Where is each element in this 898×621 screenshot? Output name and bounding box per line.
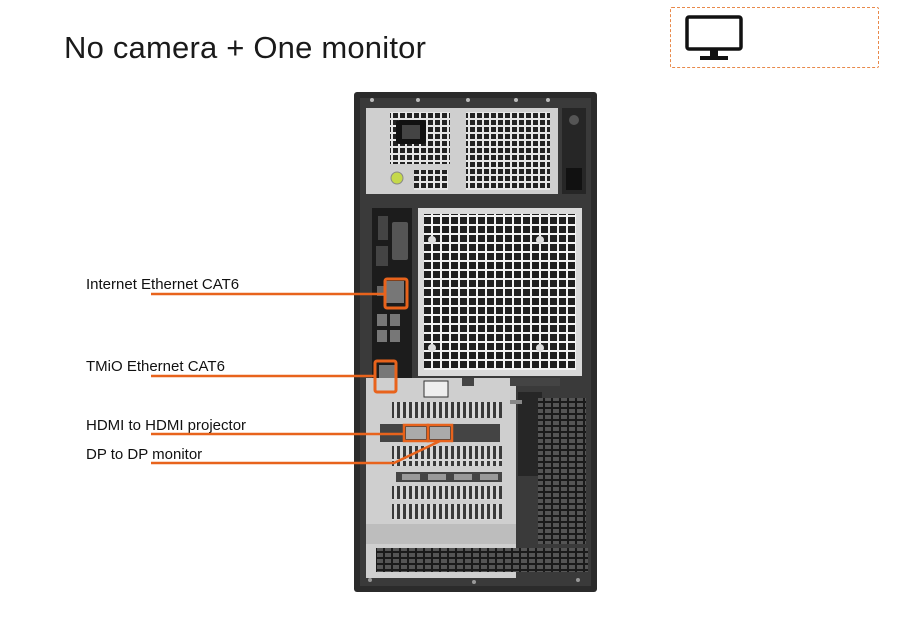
side-vent: [510, 392, 586, 544]
page-title: No camera + One monitor: [64, 30, 427, 65]
label-dp-monitor: DP to DP monitor: [86, 446, 203, 463]
leader-lines: [151, 277, 454, 465]
power-supply: [366, 108, 586, 194]
hdmi-port: [406, 427, 426, 439]
dp-port: [430, 427, 450, 439]
label-hdmi-projector: HDMI to HDMI projector: [86, 417, 247, 434]
monitor-icon: [685, 15, 743, 60]
rear-io-panel: [372, 208, 412, 404]
label-tmio-ethernet: TMiO Ethernet CAT6: [86, 358, 225, 375]
monitor-icon-box: [670, 7, 879, 68]
leader-dp: [151, 439, 441, 465]
label-internet-ethernet: Internet Ethernet CAT6: [86, 276, 240, 293]
vga-port: [392, 222, 408, 260]
main-vent: [418, 208, 582, 376]
expansion-area: [366, 378, 588, 584]
ethernet-port-1: [386, 281, 404, 303]
psu-led: [390, 171, 404, 185]
